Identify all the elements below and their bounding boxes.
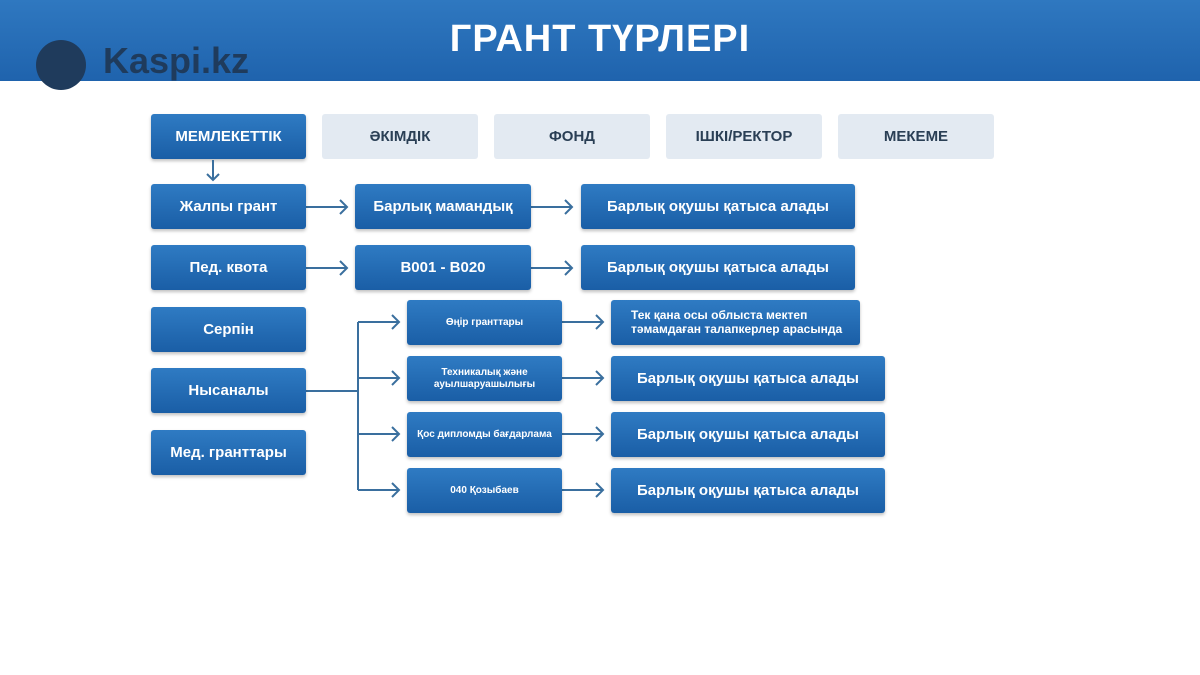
kaspi-logo-icon — [36, 40, 86, 90]
tab-memlekettik[interactable]: МЕМЛЕКЕТТІК — [151, 114, 306, 159]
b001-b020-box: B001 - B020 — [355, 245, 531, 290]
page-title: ГРАНТ ТҮРЛЕРІ — [449, 18, 751, 60]
ped-kvota-box: Пед. квота — [151, 245, 306, 290]
sub-result-box: Барлық оқушы қатыса алады — [611, 468, 885, 513]
sub-result-box: Тек қана осы облыста мектеп тәмамдаған т… — [611, 300, 860, 345]
sub-result-box: Барлық оқушы қатыса алады — [611, 412, 885, 457]
sub-grant-box: Қос дипломды бағдарлама — [407, 412, 562, 457]
zhalpy-grant-box: Жалпы грант — [151, 184, 306, 229]
result-box: Барлық оқушы қатыса алады — [581, 245, 855, 290]
sub-grant-box: 040 Қозыбаев — [407, 468, 562, 513]
tab-ishki-rektor[interactable]: ІШКІ/РЕКТОР — [666, 114, 822, 159]
tab-fond[interactable]: ФОНД — [494, 114, 650, 159]
result-box: Барлық оқушы қатыса алады — [581, 184, 855, 229]
header-banner — [0, 0, 1200, 81]
serpin-box: Серпін — [151, 307, 306, 352]
sub-result-box: Барлық оқушы қатыса алады — [611, 356, 885, 401]
barlyk-mamandyk-box: Барлық мамандық — [355, 184, 531, 229]
sub-grant-box: Техникалық және ауылшаруашылығы — [407, 356, 562, 401]
tab-mekeme[interactable]: МЕКЕМЕ — [838, 114, 994, 159]
nysanaly-box: Нысаналы — [151, 368, 306, 413]
sub-grant-box: Өңір гранттары — [407, 300, 562, 345]
tab-akimdik[interactable]: ӘКІМДІК — [322, 114, 478, 159]
med-granttary-box: Мед. гранттары — [151, 430, 306, 475]
logo-text: Kaspi.kz — [103, 40, 250, 81]
